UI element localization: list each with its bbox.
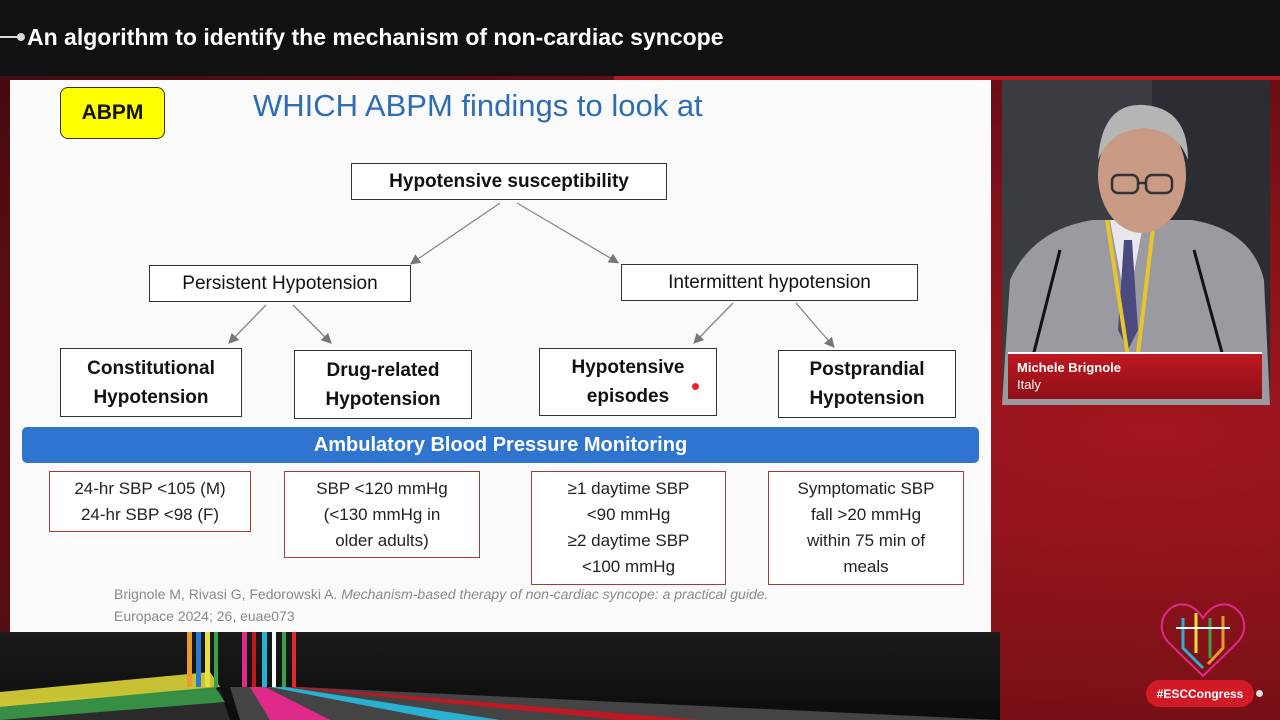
leaf-hypotensive-episodes: Hypotensive episodes bbox=[539, 348, 717, 416]
criteria-line: (<130 mmHg in bbox=[324, 502, 441, 528]
leaf-line: Constitutional bbox=[87, 358, 215, 379]
criteria-line: ≥1 daytime SBP bbox=[568, 476, 690, 502]
root-node: Hypotensive susceptibility bbox=[351, 163, 667, 200]
branch-intermittent: Intermittent hypotension bbox=[621, 264, 918, 301]
broadcast-title: An algorithm to identify the mechanism o… bbox=[27, 24, 724, 51]
stripes-graphic bbox=[0, 632, 1000, 720]
reference-journal: Europace 2024; 26, euae073 bbox=[114, 608, 295, 624]
arrow-persistent-to-drug bbox=[293, 305, 330, 342]
criteria-line: <100 mmHg bbox=[582, 554, 675, 580]
arrow-root-to-persistent bbox=[412, 203, 500, 263]
criteria-postprandial: Symptomatic SBP fall >20 mmHg within 75 … bbox=[768, 471, 964, 585]
abpm-banner: Ambulatory Blood Pressure Monitoring bbox=[22, 427, 979, 463]
arrow-persistent-to-constitutional bbox=[230, 305, 266, 342]
criteria-line: meals bbox=[843, 554, 888, 580]
criteria-line: 24-hr SBP <98 (F) bbox=[81, 502, 219, 528]
reference-article: Mechanism-based therapy of non-cardiac s… bbox=[341, 586, 768, 602]
abpm-badge: ABPM bbox=[60, 87, 165, 139]
criteria-hypotensive-episodes: ≥1 daytime SBP <90 mmHg ≥2 daytime SBP <… bbox=[531, 471, 726, 585]
criteria-drug-related: SBP <120 mmHg (<130 mmHg in older adults… bbox=[284, 471, 480, 558]
speaker-country: Italy bbox=[1017, 377, 1041, 392]
slide-title: WHICH ABPM findings to look at bbox=[253, 88, 703, 124]
speaker-nametag: Michele Brignole Italy bbox=[1008, 352, 1262, 399]
criteria-line: SBP <120 mmHg bbox=[316, 476, 448, 502]
criteria-line: Symptomatic SBP bbox=[798, 476, 935, 502]
criteria-line: ≥2 daytime SBP bbox=[568, 528, 690, 554]
esc-heart-logo-icon bbox=[1158, 598, 1248, 680]
criteria-constitutional: 24-hr SBP <105 (M) 24-hr SBP <98 (F) bbox=[49, 471, 251, 532]
criteria-line: within 75 min of bbox=[807, 528, 925, 554]
reference-authors: Brignole M, Rivasi G, Fedorowski A. bbox=[114, 586, 337, 602]
leaf-line: Postprandial bbox=[809, 359, 924, 380]
leaf-line: Hypotension bbox=[809, 388, 924, 409]
speaker-name: Michele Brignole bbox=[1017, 360, 1121, 375]
branch-persistent: Persistent Hypotension bbox=[149, 265, 411, 302]
hashtag-dot-icon bbox=[1256, 690, 1263, 697]
criteria-line: 24-hr SBP <105 (M) bbox=[74, 476, 225, 502]
leaf-line: episodes bbox=[587, 386, 669, 407]
presentation-slide: ABPM WHICH ABPM findings to look at Hypo… bbox=[10, 80, 991, 632]
reference-citation: Brignole M, Rivasi G, Fedorowski A. Mech… bbox=[114, 583, 768, 627]
criteria-line: older adults) bbox=[335, 528, 429, 554]
leaf-line: Hypotension bbox=[93, 387, 208, 408]
hashtag-badge: #ESCCongress bbox=[1146, 680, 1254, 707]
leaf-line: Hypotensive bbox=[572, 357, 685, 378]
leaf-line: Hypotension bbox=[325, 389, 440, 410]
title-bullet-icon bbox=[0, 36, 22, 38]
broadcast-title-bar: An algorithm to identify the mechanism o… bbox=[0, 0, 1280, 76]
leaf-line: Drug-related bbox=[327, 360, 440, 381]
arrow-intermittent-to-episodes bbox=[695, 303, 733, 342]
arrow-intermittent-to-postprandial bbox=[796, 303, 833, 346]
criteria-line: fall >20 mmHg bbox=[811, 502, 921, 528]
arrow-root-to-intermittent bbox=[517, 203, 617, 262]
laser-pointer-dot bbox=[692, 383, 699, 390]
criteria-line: <90 mmHg bbox=[587, 502, 671, 528]
bottom-decoration bbox=[0, 632, 1000, 720]
